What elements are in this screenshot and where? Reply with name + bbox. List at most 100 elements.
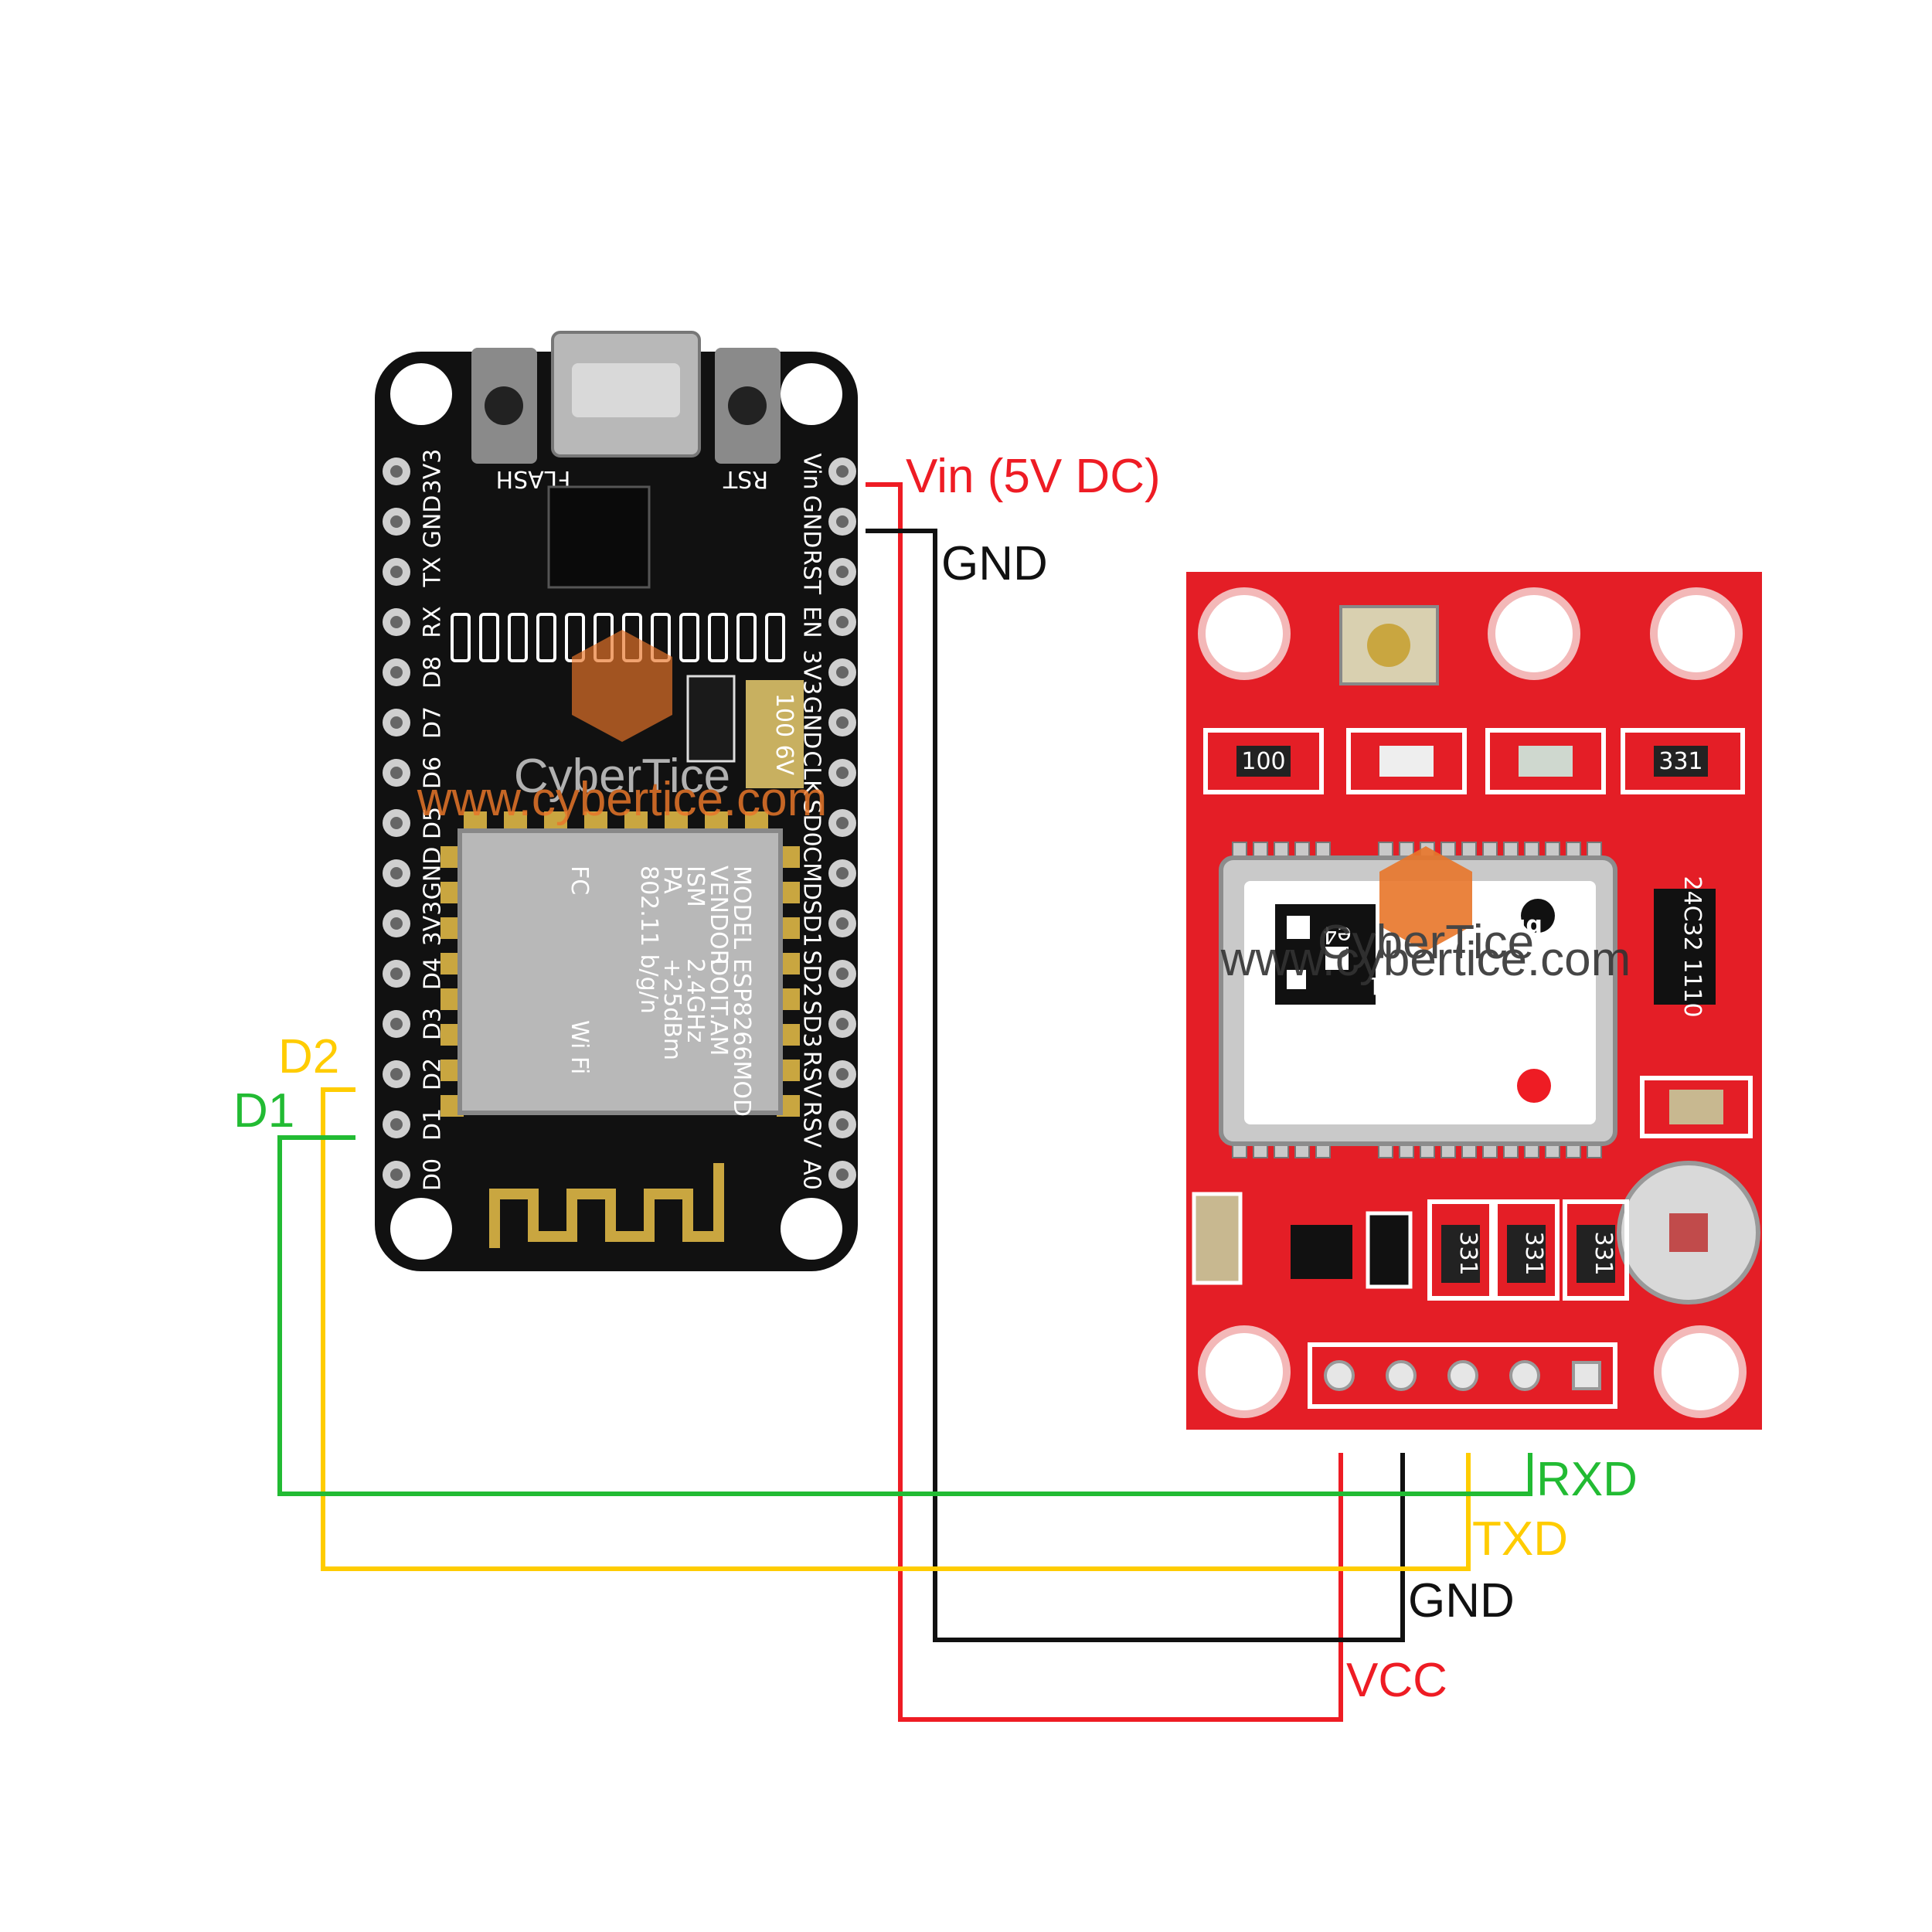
label-d2: D2 <box>278 1030 339 1083</box>
wire-gnd <box>866 529 1405 1642</box>
pin-label: D0 <box>420 1158 447 1191</box>
resistor <box>1654 746 1708 777</box>
pin-label: SD0 <box>798 799 825 846</box>
eeprom-label: 24C32 1110 <box>1679 876 1706 1017</box>
resistor <box>1236 746 1291 777</box>
resistor-frame <box>1346 728 1467 794</box>
eeprom-chip <box>1654 889 1716 1005</box>
pin-label: 3V3 <box>420 901 447 947</box>
neo6m-text: 1300 1736 692020062800 NEO-6M-0-001 u-bl… <box>1322 913 1543 1126</box>
pin-label: D1 <box>420 1108 447 1141</box>
smd-pad <box>679 613 699 662</box>
resistor-frame <box>1621 728 1745 794</box>
resistor-label: 331 <box>1454 1231 1481 1275</box>
pin-label: D4 <box>420 957 447 990</box>
svg-text:692020062800: 692020062800 <box>1364 1002 1541 1029</box>
led-frame <box>1485 728 1606 794</box>
pin-label: D8 <box>420 656 447 689</box>
resistor-frame <box>1493 1199 1560 1301</box>
svg-text:www.cybertice.com: www.cybertice.com <box>417 773 828 826</box>
svg-text:VENDOR: VENDOR <box>705 866 732 965</box>
flash-button-cap <box>485 386 523 425</box>
resistor-frame <box>1563 1199 1629 1301</box>
svg-text:1300: 1300 <box>1423 1064 1482 1091</box>
pin-label: GND <box>420 847 447 900</box>
header-pin <box>1386 1360 1417 1391</box>
pin-label: A0 <box>798 1159 825 1190</box>
label-rxd: RXD <box>1536 1453 1638 1506</box>
label-gnd-node: GND <box>941 537 1048 590</box>
label-gnd-gps: GND <box>1408 1574 1515 1628</box>
svg-text:Wi Fi: Wi Fi <box>566 1020 593 1074</box>
resistor-label: 331 <box>1520 1231 1547 1275</box>
smd-pad <box>508 613 528 662</box>
nodemcu-board: FLASH RST 100 6V MODEL VENDOR ISM PA 802… <box>375 331 858 1271</box>
pcb-antenna <box>489 1163 724 1248</box>
regulator <box>686 675 736 763</box>
mount-hole <box>781 1198 842 1260</box>
svg-text:u-bl: u-bl <box>1322 1099 1366 1126</box>
svg-text:ESP8266MOD: ESP8266MOD <box>728 958 755 1117</box>
svg-text:MODEL: MODEL <box>728 866 755 950</box>
header-pin <box>1572 1361 1601 1390</box>
pin-label: 3V3 <box>798 650 825 696</box>
mount-hole <box>390 1198 452 1260</box>
gps-board: 100 331 1300 1736 692020062800 NEO-6M-0-… <box>1186 572 1762 1430</box>
pin-label: EN <box>798 606 825 638</box>
smd-pad <box>451 613 471 662</box>
mount-hole <box>1650 587 1743 680</box>
regulator <box>1291 1225 1352 1279</box>
label-vin: Vin (5V DC) <box>906 450 1161 503</box>
capacitor <box>1192 1192 1243 1285</box>
resistor <box>1507 1225 1546 1283</box>
rst-button-cap <box>728 386 767 425</box>
gps-header-frame <box>1308 1342 1617 1409</box>
pin-label: RST <box>798 549 825 595</box>
pin-label: TX <box>420 557 447 588</box>
wire-vcc <box>866 482 1343 1722</box>
esp-module-text: MODEL VENDOR ISM PA 802.11 b/g/n ESP8266… <box>566 866 755 1117</box>
wire-d1-rxd <box>277 1135 1532 1496</box>
watermark-gps: CyberTice www.cybertice.com <box>1220 846 1631 986</box>
header-pin <box>1509 1360 1540 1391</box>
header-pin <box>1447 1360 1478 1391</box>
svg-text:FC: FC <box>566 866 593 895</box>
svg-text:NEO-6M-0-001: NEO-6M-0-001 <box>1368 971 1538 998</box>
pin-label: CLK <box>798 750 825 796</box>
usb-uart-chip <box>547 485 651 589</box>
smd-pad <box>736 613 757 662</box>
capacitor <box>1669 1090 1723 1124</box>
pin-label: RSV <box>798 1101 825 1148</box>
mount-hole <box>1198 1325 1291 1418</box>
resistor-frame <box>1640 1076 1753 1138</box>
svg-text:PA: PA <box>658 866 685 894</box>
rst-label: RST <box>723 465 768 492</box>
svg-text:blox: blox <box>1487 913 1543 940</box>
mount-hole <box>1488 587 1580 680</box>
svg-text:CyberTice: CyberTice <box>1318 916 1534 969</box>
mount-hole <box>1654 1325 1747 1418</box>
pin-label: SD2 <box>798 950 825 997</box>
resistor-frame <box>1427 1199 1494 1301</box>
resistor <box>1577 1225 1615 1283</box>
svg-text:DOIT.AM: DOIT.AM <box>705 958 732 1056</box>
header-pin <box>1324 1360 1355 1391</box>
transistor <box>1366 1211 1413 1289</box>
esp8266-shield <box>457 828 783 1115</box>
resistor-frame <box>1203 728 1324 794</box>
svg-text:+25dBm: +25dBm <box>658 958 685 1060</box>
resistor <box>1441 1225 1480 1283</box>
label-d1: D1 <box>233 1084 294 1138</box>
pin1-dot <box>1521 899 1555 933</box>
mount-hole <box>1198 587 1291 680</box>
pin-label: GND <box>798 696 825 750</box>
pin-label: 3V3 <box>420 449 447 495</box>
svg-text:2.4GHz: 2.4GHz <box>682 958 709 1043</box>
resistor-label: 331 <box>1590 1231 1617 1275</box>
resistor-label: 100 <box>1241 748 1285 775</box>
led <box>1519 746 1573 777</box>
wire-d2-txd <box>321 1087 1471 1571</box>
pin-label: D7 <box>420 706 447 739</box>
usb-port <box>572 363 680 417</box>
